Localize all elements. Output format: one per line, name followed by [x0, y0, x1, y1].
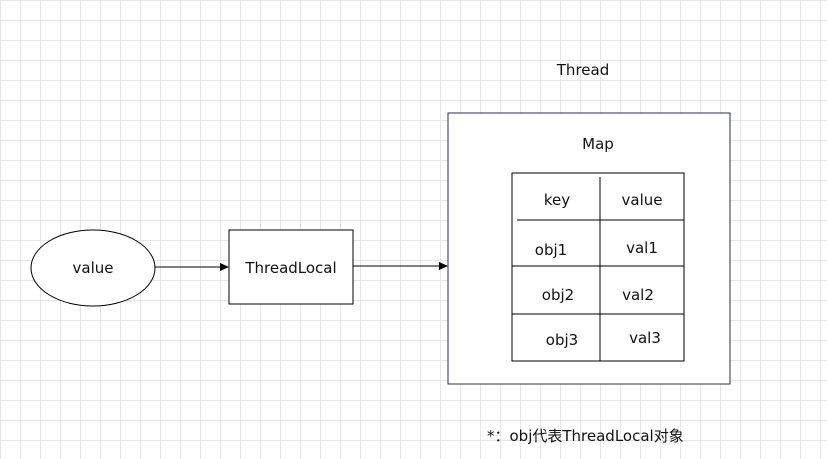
- threadlocal-box: [228, 229, 354, 305]
- map-row-3-value: val3: [629, 329, 661, 347]
- map-table-border: [511, 172, 685, 362]
- arrowhead-2: [439, 262, 448, 270]
- threadlocal-label: ThreadLocal: [245, 259, 337, 277]
- map-header-value: value: [621, 191, 663, 209]
- footnote-text: *：obj代表ThreadLocal对象: [487, 427, 684, 445]
- map-row-1-key: obj1: [534, 241, 568, 259]
- map-row-1-value: val1: [626, 239, 658, 257]
- map-label: Map: [582, 135, 614, 153]
- map-header-key: key: [543, 191, 571, 209]
- value-label: value: [72, 259, 114, 277]
- arrowhead-1: [220, 263, 229, 271]
- value-ellipse: [30, 229, 156, 307]
- map-row-2-value: val2: [622, 286, 654, 304]
- map-row-2-key: obj2: [541, 286, 575, 304]
- thread-label: Thread: [556, 61, 610, 79]
- map-row-3-key: obj3: [545, 331, 579, 349]
